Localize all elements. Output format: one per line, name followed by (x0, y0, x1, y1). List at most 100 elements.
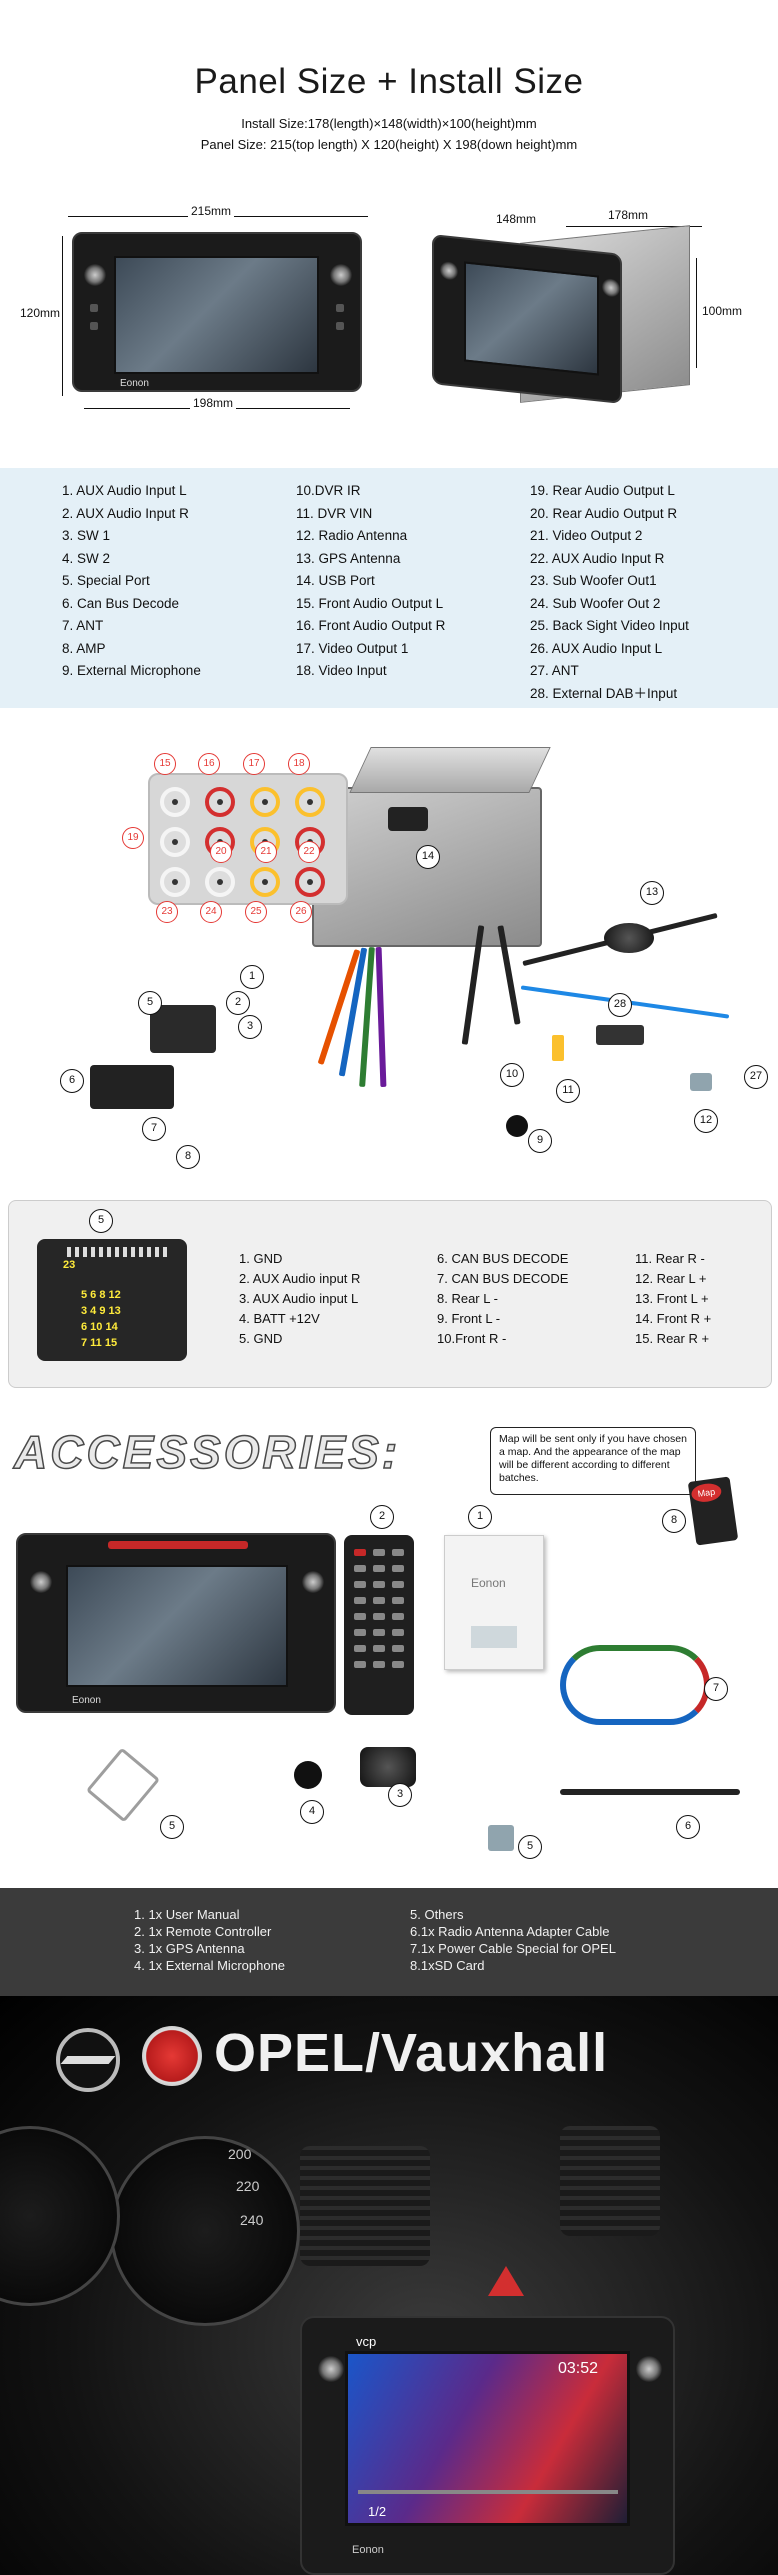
list-item: 15. Rear R + (635, 1331, 710, 1346)
wiring-callout: 6 (60, 1069, 84, 1093)
list-item: 25. Back Sight Video Input (530, 618, 689, 633)
side-button-icon (336, 304, 344, 312)
wiring-callout: 9 (528, 1129, 552, 1153)
accessory-callout: 3 (388, 1783, 412, 1807)
page-title: Panel Size + Install Size (194, 62, 584, 101)
rca-callout: 24 (200, 901, 222, 923)
connector-label: 23 (63, 1259, 76, 1271)
rca-panel (148, 773, 348, 905)
install-size-text: Install Size:178(length)×148(width)×100(… (241, 116, 537, 131)
wiring-callout: 27 (744, 1065, 768, 1089)
list-item: 2. 1x Remote Controller (134, 1924, 272, 1939)
side-button-icon (90, 322, 98, 330)
list-item: 1. GND (239, 1251, 283, 1266)
accessory-callout: 7 (704, 1677, 728, 1701)
remote-button-icon (354, 1613, 366, 1620)
pin-column-3: 19. Rear Audio Output L 20. Rear Audio O… (530, 480, 689, 705)
list-item: 26. AUX Audio Input L (530, 640, 663, 656)
list-item: 6.1x Radio Antenna Adapter Cable (410, 1924, 610, 1939)
dim-line-178 (566, 226, 702, 227)
ant-connector-icon (690, 1073, 712, 1091)
vauxhall-logo-icon (142, 2026, 202, 2086)
left-knob-icon (440, 260, 458, 281)
dim-top-label: 215mm (188, 204, 235, 218)
gauge-tick-label: 200 (228, 2146, 252, 2162)
connector-callout: 5 (89, 1209, 113, 1233)
remote-button-icon (373, 1581, 385, 1588)
remote-button-icon (354, 1661, 366, 1668)
accessory-callout: 8 (662, 1509, 686, 1533)
removal-tool-icon (85, 1747, 161, 1823)
osd-progress-bar (358, 2490, 618, 2494)
osd-track: 1/2 (368, 2504, 387, 2519)
rca-jack-icon (160, 787, 190, 817)
wiring-callout: 3 (238, 1015, 262, 1039)
wiring-callout: 11 (556, 1079, 580, 1103)
air-vent (560, 2126, 660, 2236)
remote-button-icon (392, 1581, 404, 1588)
rca-jack-icon (205, 787, 235, 817)
left-knob-icon (84, 264, 106, 286)
right-knob-icon (602, 277, 620, 298)
list-item: 7. ANT (62, 618, 104, 633)
accessories-column-1: 1. 1x User Manual 2. 1x Remote Controlle… (134, 1906, 285, 1974)
sd-card-icon: Map (687, 1476, 739, 1546)
osd-time: 03:52 (558, 2360, 599, 2377)
list-item: 22. AUX Audio Input R (530, 550, 665, 566)
accessories-list-section: 1. 1x User Manual 2. 1x Remote Controlle… (0, 1888, 778, 1996)
opel-bolt-icon (60, 2056, 116, 2064)
side-button-icon (336, 322, 344, 330)
microphone-icon (506, 1115, 528, 1137)
rca-callout: 19 (122, 827, 144, 849)
dab-antenna-icon (596, 1025, 644, 1045)
list-item: 4. 1x External Microphone (134, 1958, 286, 1973)
list-item: 1. AUX Audio Input L (62, 483, 187, 498)
rca-callout: 26 (290, 901, 312, 923)
rca-callout: 16 (198, 753, 220, 775)
remote-button-icon (354, 1581, 366, 1588)
list-item: 7. CAN BUS DECODE (437, 1271, 569, 1286)
list-item: 6. CAN BUS DECODE (437, 1251, 569, 1266)
list-item: 10.Front R - (437, 1331, 507, 1346)
list-item: 11. DVR VIN (296, 505, 373, 521)
accessory-callout: 6 (676, 1815, 700, 1839)
list-item: 8.1xSD Card (410, 1958, 485, 1973)
accessories-section: ACCESSORIES: Map will be sent only if yo… (0, 1405, 778, 1888)
remote-button-icon (354, 1645, 366, 1652)
manual-image (471, 1626, 517, 1648)
wiring-callout: 14 (416, 845, 440, 869)
head-unit-accessory: Eonon (16, 1533, 336, 1713)
remote-button-icon (392, 1645, 404, 1652)
list-item: 5. GND (239, 1331, 283, 1346)
list-item: 13. Front L + (635, 1291, 709, 1306)
left-knob-icon (30, 1571, 52, 1593)
list-item: 8. AMP (62, 640, 106, 656)
iso-connector-icon: 23 5 6 8 12 3 4 9 13 6 10 14 7 11 15 (37, 1239, 187, 1361)
wiring-diagram-section: 15 16 17 18 19 20 21 22 23 24 25 26 1 2 … (0, 725, 778, 1169)
rca-jack-icon (160, 827, 190, 857)
rca-callout: 15 (154, 753, 176, 775)
power-cable-icon (560, 1645, 710, 1725)
brand-title: OPEL/Vauxhall (214, 2023, 609, 2083)
list-item: 2. AUX Audio input R (239, 1271, 361, 1286)
rca-callout: 21 (255, 841, 277, 863)
list-item: 1. 1x User Manual (134, 1907, 240, 1922)
unit-screen (464, 261, 599, 376)
pin-row (67, 1247, 167, 1257)
dim-line-left (62, 236, 63, 396)
hazard-button-icon (488, 2266, 524, 2296)
list-item: 9. External Microphone (62, 663, 201, 678)
opel-logo-icon (56, 2028, 120, 2092)
wiring-callout: 5 (138, 991, 162, 1015)
panel-size-text: Panel Size: 215(top length) X 120(height… (200, 137, 578, 152)
pin-definition-section: 1. AUX Audio Input L 2. AUX Audio Input … (0, 468, 778, 708)
remote-button-icon (373, 1549, 385, 1556)
accessory-callout: 5 (160, 1815, 184, 1839)
list-item: 28. External DAB＋Input (530, 685, 678, 701)
remote-button-icon (373, 1597, 385, 1604)
remote-button-icon (373, 1613, 385, 1620)
remote-button-icon (392, 1549, 404, 1556)
special-port-connector (150, 1005, 216, 1053)
list-item: 15. Front Audio Output L (296, 595, 444, 611)
list-item: 23. Sub Woofer Out1 (530, 573, 657, 588)
